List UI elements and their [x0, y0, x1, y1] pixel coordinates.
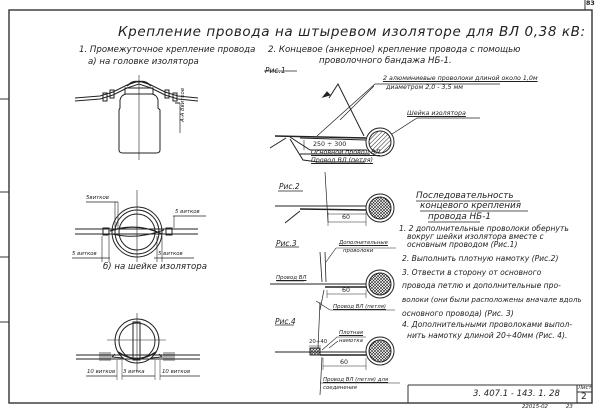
figure-4-winding-length: 20÷40 [309, 339, 328, 345]
footer-code: 22015-02 [522, 404, 548, 410]
figure-3-loop-label: Провод ВЛ (петля) [333, 304, 387, 310]
figure-4-drawing [275, 300, 400, 396]
figure-2-dimension: 60 [342, 214, 351, 221]
figure-2-label: Рис.2 [279, 182, 300, 191]
dimension-8-turns: А-А 8витков [180, 87, 186, 122]
sheet-label: Лист [578, 385, 592, 391]
figure-4-label: Рис.4 [275, 317, 296, 326]
turns-label-10-right: 10 витков [162, 369, 191, 375]
sequence-step-2: 2. Выполнить плотную намотку (Рис.2) [402, 254, 559, 263]
figure-3-wire-label: Провод ВЛ [276, 275, 307, 281]
section-2-heading-line2: проволочного бандажа НБ-1. [319, 56, 452, 66]
figure-4-wire-line2: соединения [323, 385, 357, 391]
sheet-corner-number: 83 [586, 0, 595, 7]
sequence-heading-line3: провода НБ-1 [428, 212, 491, 222]
sequence-step-1-line1: 1. 2 дополнительные проволоки обернуть [399, 224, 569, 233]
document-number: 3. 407.1 - 143. 1. 28 [473, 389, 560, 399]
figure-4-tight-winding-line1: Плотная [339, 330, 364, 336]
insulator-neck-view-2 [76, 313, 200, 380]
sequence-step-3-line2: провода петлю и дополнительные про- [402, 281, 561, 290]
title-block [407, 384, 592, 403]
turns-label-top-right: 5 витков [175, 209, 200, 215]
figure-3-label: Рис.3 [276, 239, 297, 248]
figure-1-label: Рис.1 [265, 66, 286, 75]
figure-1-main-wire: Основной провод ВЛ [311, 149, 381, 156]
sheet-frame [0, 0, 593, 404]
insulator-neck-view [72, 190, 206, 262]
figure-4-tight-winding-line2: намотка [339, 338, 363, 344]
sequence-step-4-line2: нить намотку длиной 20÷40мм (Рис. 4). [407, 331, 568, 340]
figure-4-dimension: 60 [340, 359, 349, 366]
figure-3-extra-wires-line1: Дополнительные [339, 240, 388, 246]
turns-label-top-left: 5витков [86, 195, 109, 201]
sequence-step-1-line3: основным проводом (Рис.1) [407, 240, 518, 249]
turns-label-bottom-right: 5 витков [158, 251, 183, 257]
section-1-heading: 1. Промежуточное крепление провода [79, 45, 256, 55]
figure-1-neck-note: Шейка изолятора [407, 110, 466, 117]
insulator-head-view [74, 75, 199, 160]
figure-4-wire-line1: Провод ВЛ (петля) для [323, 377, 389, 383]
sequence-step-4-line1: 4. Дополнительными проволоками выпол- [402, 320, 573, 329]
figure-3-extra-wires-line2: проволоки [343, 248, 374, 254]
figure-1-drawing [264, 70, 500, 163]
figure-3-drawing [270, 246, 396, 311]
figure-2-drawing [275, 171, 395, 226]
sequence-heading-line1: Последовательность [416, 191, 514, 201]
figure-1-wires-note-line1: 2 алюминиевые проволоки длиной около 1,0… [383, 75, 538, 82]
sequence-step-1-line2: вокруг шейки изолятора вместе с [407, 232, 544, 241]
sheet-number: 2 [581, 392, 587, 402]
footer-small-number: 23 [566, 404, 573, 410]
figure-3-dimension: 60 [342, 287, 351, 294]
figure-1-loop-wire: Провод ВЛ (петля) [311, 157, 373, 164]
sequence-step-3-line1: 3. Отвести в сторону от основного [402, 268, 542, 277]
section-1b-subheading: б) на шейке изолятора [103, 262, 208, 272]
figure-1-dimension: 250 ÷ 300 [313, 141, 347, 148]
section-1a-subheading: а) на головке изолятора [88, 57, 199, 67]
turns-label-3: 3 витка [123, 369, 145, 375]
page-title: Крепление провода на штыревом изоляторе … [118, 24, 586, 40]
figure-1-wires-note-line2: диаметром 2,0 - 3,5 мм [386, 84, 464, 91]
sequence-underlines [416, 200, 528, 223]
turns-label-bottom-left: 5 витков [72, 251, 97, 257]
sequence-heading-line2: концевого крепления [420, 201, 522, 211]
section-2-heading-line1: 2. Концевое (анкерное) крепление провода… [268, 45, 521, 55]
sequence-step-3-line4: основного провода) (Рис. 3) [402, 309, 514, 318]
sequence-step-3-line3: волоки (они были расположены вначале вдо… [402, 295, 582, 304]
turns-label-10-left: 10 витков [87, 369, 116, 375]
